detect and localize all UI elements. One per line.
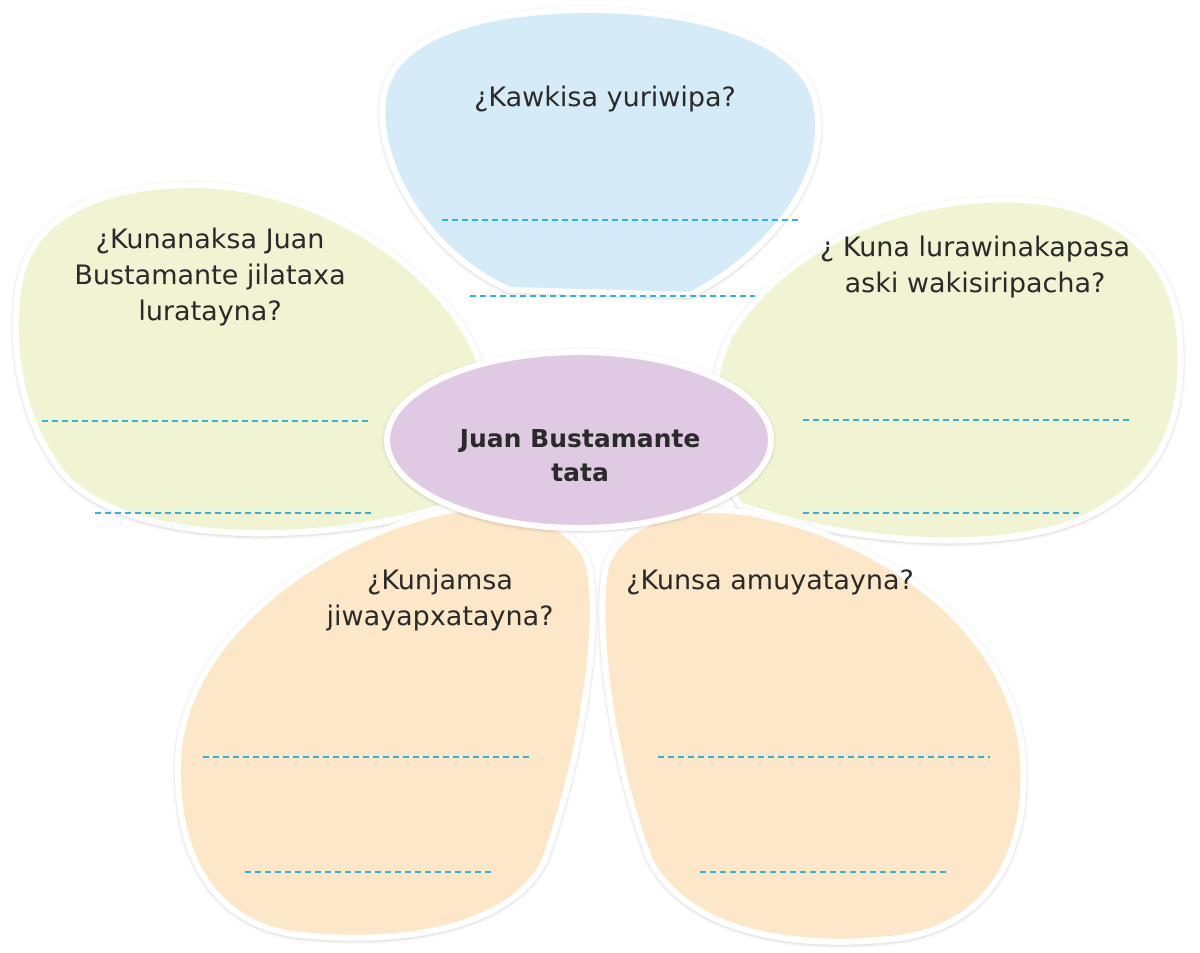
petal-top (379, 6, 822, 299)
petal-bottom-right-question: ¿Kunsa amuyatayna? (626, 565, 914, 596)
petal-right-question: ¿ Kuna lurawinakapasa aski wakisiriрacha… (819, 232, 1131, 299)
petal-bottom-left (174, 505, 596, 941)
petal-bottom-right (599, 507, 1027, 945)
petal-left-question: ¿Kunanaksa Juan Bustamante jilataxa lura… (74, 224, 346, 327)
answer-lines (42, 219, 1133, 873)
petal-bottom-left-question: ¿Kunjamsa jiwayapxatayna? (326, 565, 554, 632)
center-label: Juan Bustamante tata (459, 424, 701, 487)
petal-left (12, 181, 492, 537)
center-ellipse (384, 349, 774, 531)
petal-right (709, 196, 1184, 544)
petal-top-question: ¿Kawkisa yuriwipa? (474, 82, 736, 113)
